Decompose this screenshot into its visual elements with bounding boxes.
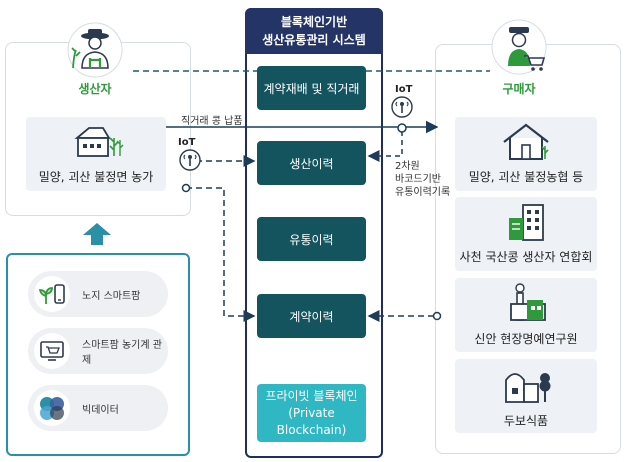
production-history-box: 생산이력 [257,141,366,185]
connector-node [397,123,407,133]
house-icon [503,123,549,160]
buyer-title: 구매자 [502,82,536,96]
producer-location: 밀양, 괴산 불정면 농가 [38,170,154,184]
iot-label-left: IoT [178,137,196,148]
barcode-line2: 바코드기반 [395,174,441,185]
tech-item-label: 노지 스마트팜 [82,290,141,302]
tech-item-label: 스마트팜 농기계 관제 [82,340,162,366]
farm-icon [74,127,124,157]
barcode-to-production-arrow [367,131,403,162]
shopper-icon [491,19,547,75]
connector-node [181,183,191,193]
tech-item-machinery: 스마트팜 농기계 관제 [28,328,168,374]
connector-node [432,311,442,321]
blockchain-line1: 프라이빗 블록체인 [265,388,358,403]
buyer-org-label: 사천 국산콩 생산자 연합회 [459,250,593,264]
barcode-line1: 2차원 [395,161,420,172]
research-lab-icon [510,283,546,321]
tech-item-label: 빅데이터 [82,404,119,416]
producer-title: 생산자 [78,82,112,96]
barcode-line3: 유통이력기록 [395,187,451,198]
iot-sensor-icon [179,149,201,171]
iot-to-contract-arrow [186,187,256,322]
tech-item-smartfarm: 노지 스마트팜 [28,271,168,317]
barcode-label: 2차원 바코드기반 유통이력기록 [395,160,450,199]
farmer-icon [67,22,123,78]
monitor-cart-icon [34,333,70,369]
iot-label-right: IoT [395,84,413,95]
private-blockchain-box: 프라이빗 블록체인 (Private Blockchain) [257,384,366,442]
buyer-org-label: 밀양, 괴산 불정농협 등 [468,170,584,184]
up-arrow-icon [83,223,111,245]
system-title: 블록체인기반 생산유통관리 시스템 [245,8,383,54]
iot-sensor-icon [391,96,413,118]
direct-sale-label: 직거래 콩 납품 [181,116,243,127]
seedling-phone-icon [34,276,70,312]
buyer-org-label: 두보식품 [503,414,549,428]
system-title-line2: 생산유통관리 시스템 [262,33,366,47]
tech-item-bigdata: 빅데이터 [28,385,168,431]
bigdata-circles-icon [34,390,70,426]
food-factory-icon [505,373,551,403]
building-icon [509,204,544,241]
contract-history-box: 계약이력 [257,294,366,338]
system-title-line1: 블록체인기반 [280,15,348,29]
blockchain-line2: (Private Blockchain) [276,405,347,437]
contract-farming-box: 계약재배 및 직거래 [257,66,366,110]
buyer-org-label: 신안 현장명예연구원 [474,332,578,346]
distribution-history-box: 유통이력 [257,217,366,261]
